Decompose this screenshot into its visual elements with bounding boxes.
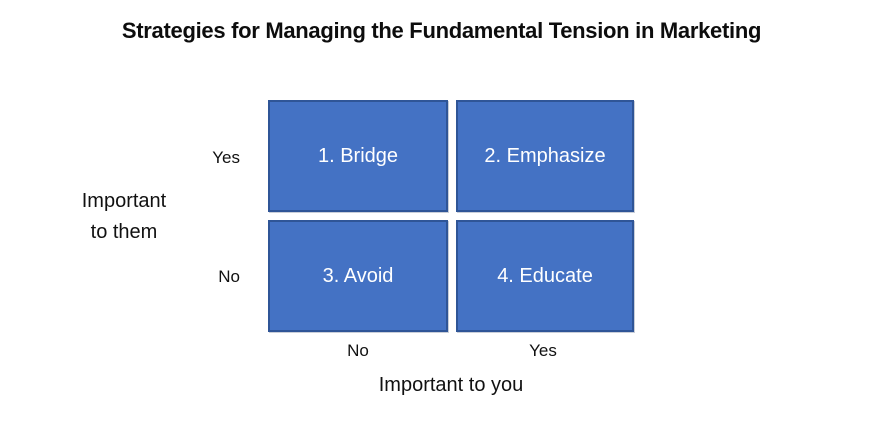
- y-axis-tick-yes: Yes: [212, 148, 240, 167]
- y-axis-tick-no: No: [218, 267, 240, 286]
- x-axis-title: Important to you: [378, 374, 524, 396]
- y-axis-title-line2: to them: [90, 221, 158, 243]
- x-axis-tick-no: No: [347, 341, 369, 360]
- quadrant-avoid: 3. Avoid: [268, 220, 448, 332]
- y-axis-title-line1: Important: [81, 190, 167, 212]
- page-title: Strategies for Managing the Fundamental …: [121, 18, 762, 43]
- quadrant-emphasize: 2. Emphasize: [456, 100, 634, 212]
- quadrant-bridge: 1. Bridge: [268, 100, 448, 212]
- quadrant-educate: 4. Educate: [456, 220, 634, 332]
- x-axis-tick-yes: Yes: [529, 341, 557, 360]
- y-axis-title: Important to them: [58, 186, 190, 248]
- quadrant-grid: 1. Bridge 2. Emphasize 3. Avoid 4. Educa…: [268, 100, 634, 332]
